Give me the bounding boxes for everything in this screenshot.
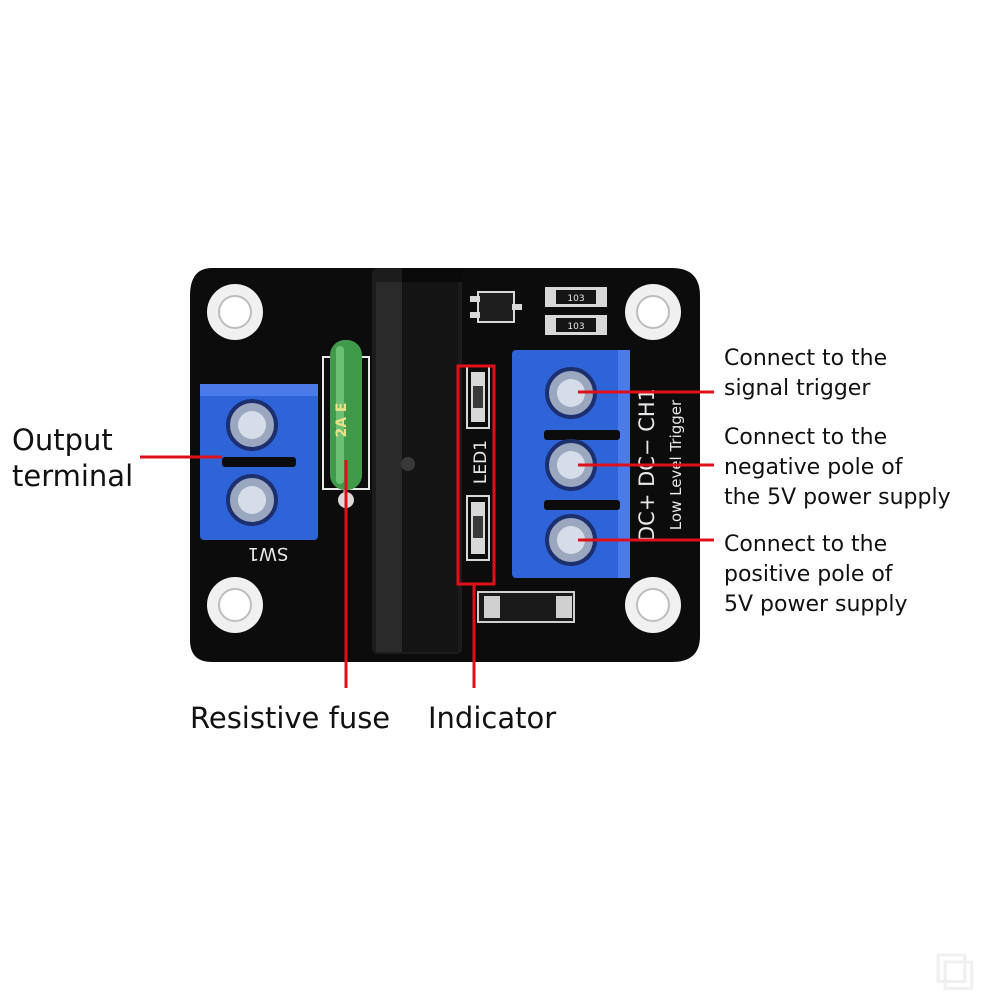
positive-pole-line-2: positive pole of	[724, 562, 893, 587]
positive-pole-line-3: 5V power supply	[724, 592, 908, 617]
signal-trigger-label: Connect to the signal trigger	[724, 344, 887, 404]
resistor-1-marking: 103	[567, 294, 584, 304]
indicator-highlight-box	[456, 364, 496, 586]
output-terminal-line-2: terminal	[12, 459, 134, 493]
solid-state-relay	[372, 268, 462, 654]
positive-pole-label: Connect to the positive pole of 5V power…	[724, 530, 908, 620]
smd-components	[470, 287, 607, 623]
indicator-leds	[466, 365, 490, 561]
positive-pole-line-1: Connect to the	[724, 532, 888, 557]
negative-pole-line-3: the 5V power supply	[724, 485, 951, 510]
signal-trigger-line-2: signal trigger	[724, 376, 871, 401]
input-terminal-block	[512, 350, 630, 578]
mounting-holes	[207, 284, 681, 633]
resistor-2-marking: 103	[567, 322, 584, 332]
output-terminal-label: Output terminal	[12, 422, 133, 494]
signal-trigger-line-1: Connect to the	[724, 346, 888, 371]
callout-lines	[140, 390, 714, 688]
fuse-marking: 2A E	[334, 402, 350, 437]
sw1-marking: SW1	[248, 543, 289, 564]
indicator-label: Indicator	[428, 701, 557, 735]
negative-pole-label: Connect to the negative pole of the 5V p…	[724, 423, 951, 513]
output-terminal-line-1: Output	[12, 423, 113, 457]
resistive-fuse-label: Resistive fuse	[190, 701, 391, 735]
output-terminal-block	[200, 384, 318, 540]
negative-pole-line-2: negative pole of	[724, 455, 903, 480]
negative-pole-line-1: Connect to the	[724, 425, 888, 450]
led1-marking: LED1	[471, 440, 491, 484]
watermark-mark: ⧉	[934, 936, 975, 1000]
